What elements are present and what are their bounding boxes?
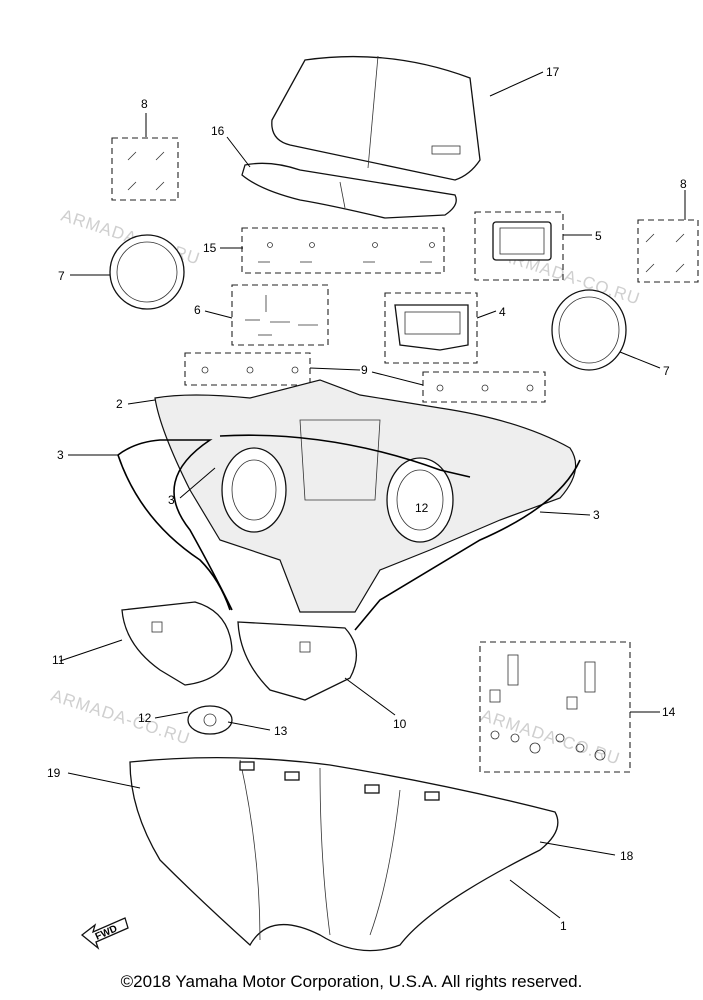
display-frame	[474, 211, 564, 281]
callout-3: 3	[57, 448, 64, 462]
leader-lines	[59, 71, 686, 919]
callout-19: 19	[47, 766, 61, 780]
hardware-kit	[479, 641, 631, 773]
gauge-housing	[384, 292, 478, 364]
callouts: 17 16 8 8 15 5 7 7 6 4 9 2 3 3 3 12 11 1…	[47, 65, 687, 933]
callout-10: 10	[393, 717, 407, 731]
forward-arrow-icon: FWD	[80, 917, 129, 950]
outer-fairing	[129, 757, 559, 952]
callout-1: 1	[560, 919, 567, 933]
callout-16: 16	[211, 124, 225, 138]
windshield	[271, 55, 481, 181]
callout-12: 12	[415, 501, 429, 515]
callout-13: 13	[274, 724, 288, 738]
bolt-set-right	[637, 219, 699, 283]
callout-7: 7	[58, 269, 65, 283]
nut-set	[184, 352, 546, 403]
callout-11: 11	[52, 653, 65, 667]
speaker-ring-left	[109, 234, 185, 310]
inner-fairing	[154, 379, 577, 613]
callout-8: 8	[141, 97, 148, 111]
callout-9: 9	[361, 363, 368, 377]
fwd-label: FWD	[94, 923, 119, 942]
bracket-plate	[187, 705, 233, 735]
callout-8: 8	[680, 177, 687, 191]
callout-3: 3	[168, 493, 175, 507]
callout-6: 6	[194, 303, 201, 317]
callout-15: 15	[203, 241, 217, 255]
fastener-set	[241, 227, 445, 274]
bolt-set-left	[111, 137, 179, 201]
callout-12: 12	[138, 711, 152, 725]
callout-3: 3	[593, 508, 600, 522]
callout-7: 7	[663, 364, 670, 378]
callout-4: 4	[499, 305, 506, 319]
callout-5: 5	[595, 229, 602, 243]
callout-17: 17	[546, 65, 560, 79]
windshield-trim	[241, 162, 457, 219]
callout-2: 2	[116, 397, 123, 411]
lower-panel-right	[237, 621, 357, 701]
watermark: ARMADA-CO.RU	[479, 706, 623, 769]
trim-strips	[117, 434, 581, 631]
lower-panel-left	[121, 601, 233, 686]
callout-18: 18	[620, 849, 634, 863]
callout-14: 14	[662, 705, 676, 719]
copyright-notice: ©2018 Yamaha Motor Corporation, U.S.A. A…	[120, 972, 583, 991]
screw-set	[231, 284, 329, 346]
speaker-ring-right	[551, 289, 627, 371]
watermark: ARMADA-CO.RU	[49, 686, 193, 749]
